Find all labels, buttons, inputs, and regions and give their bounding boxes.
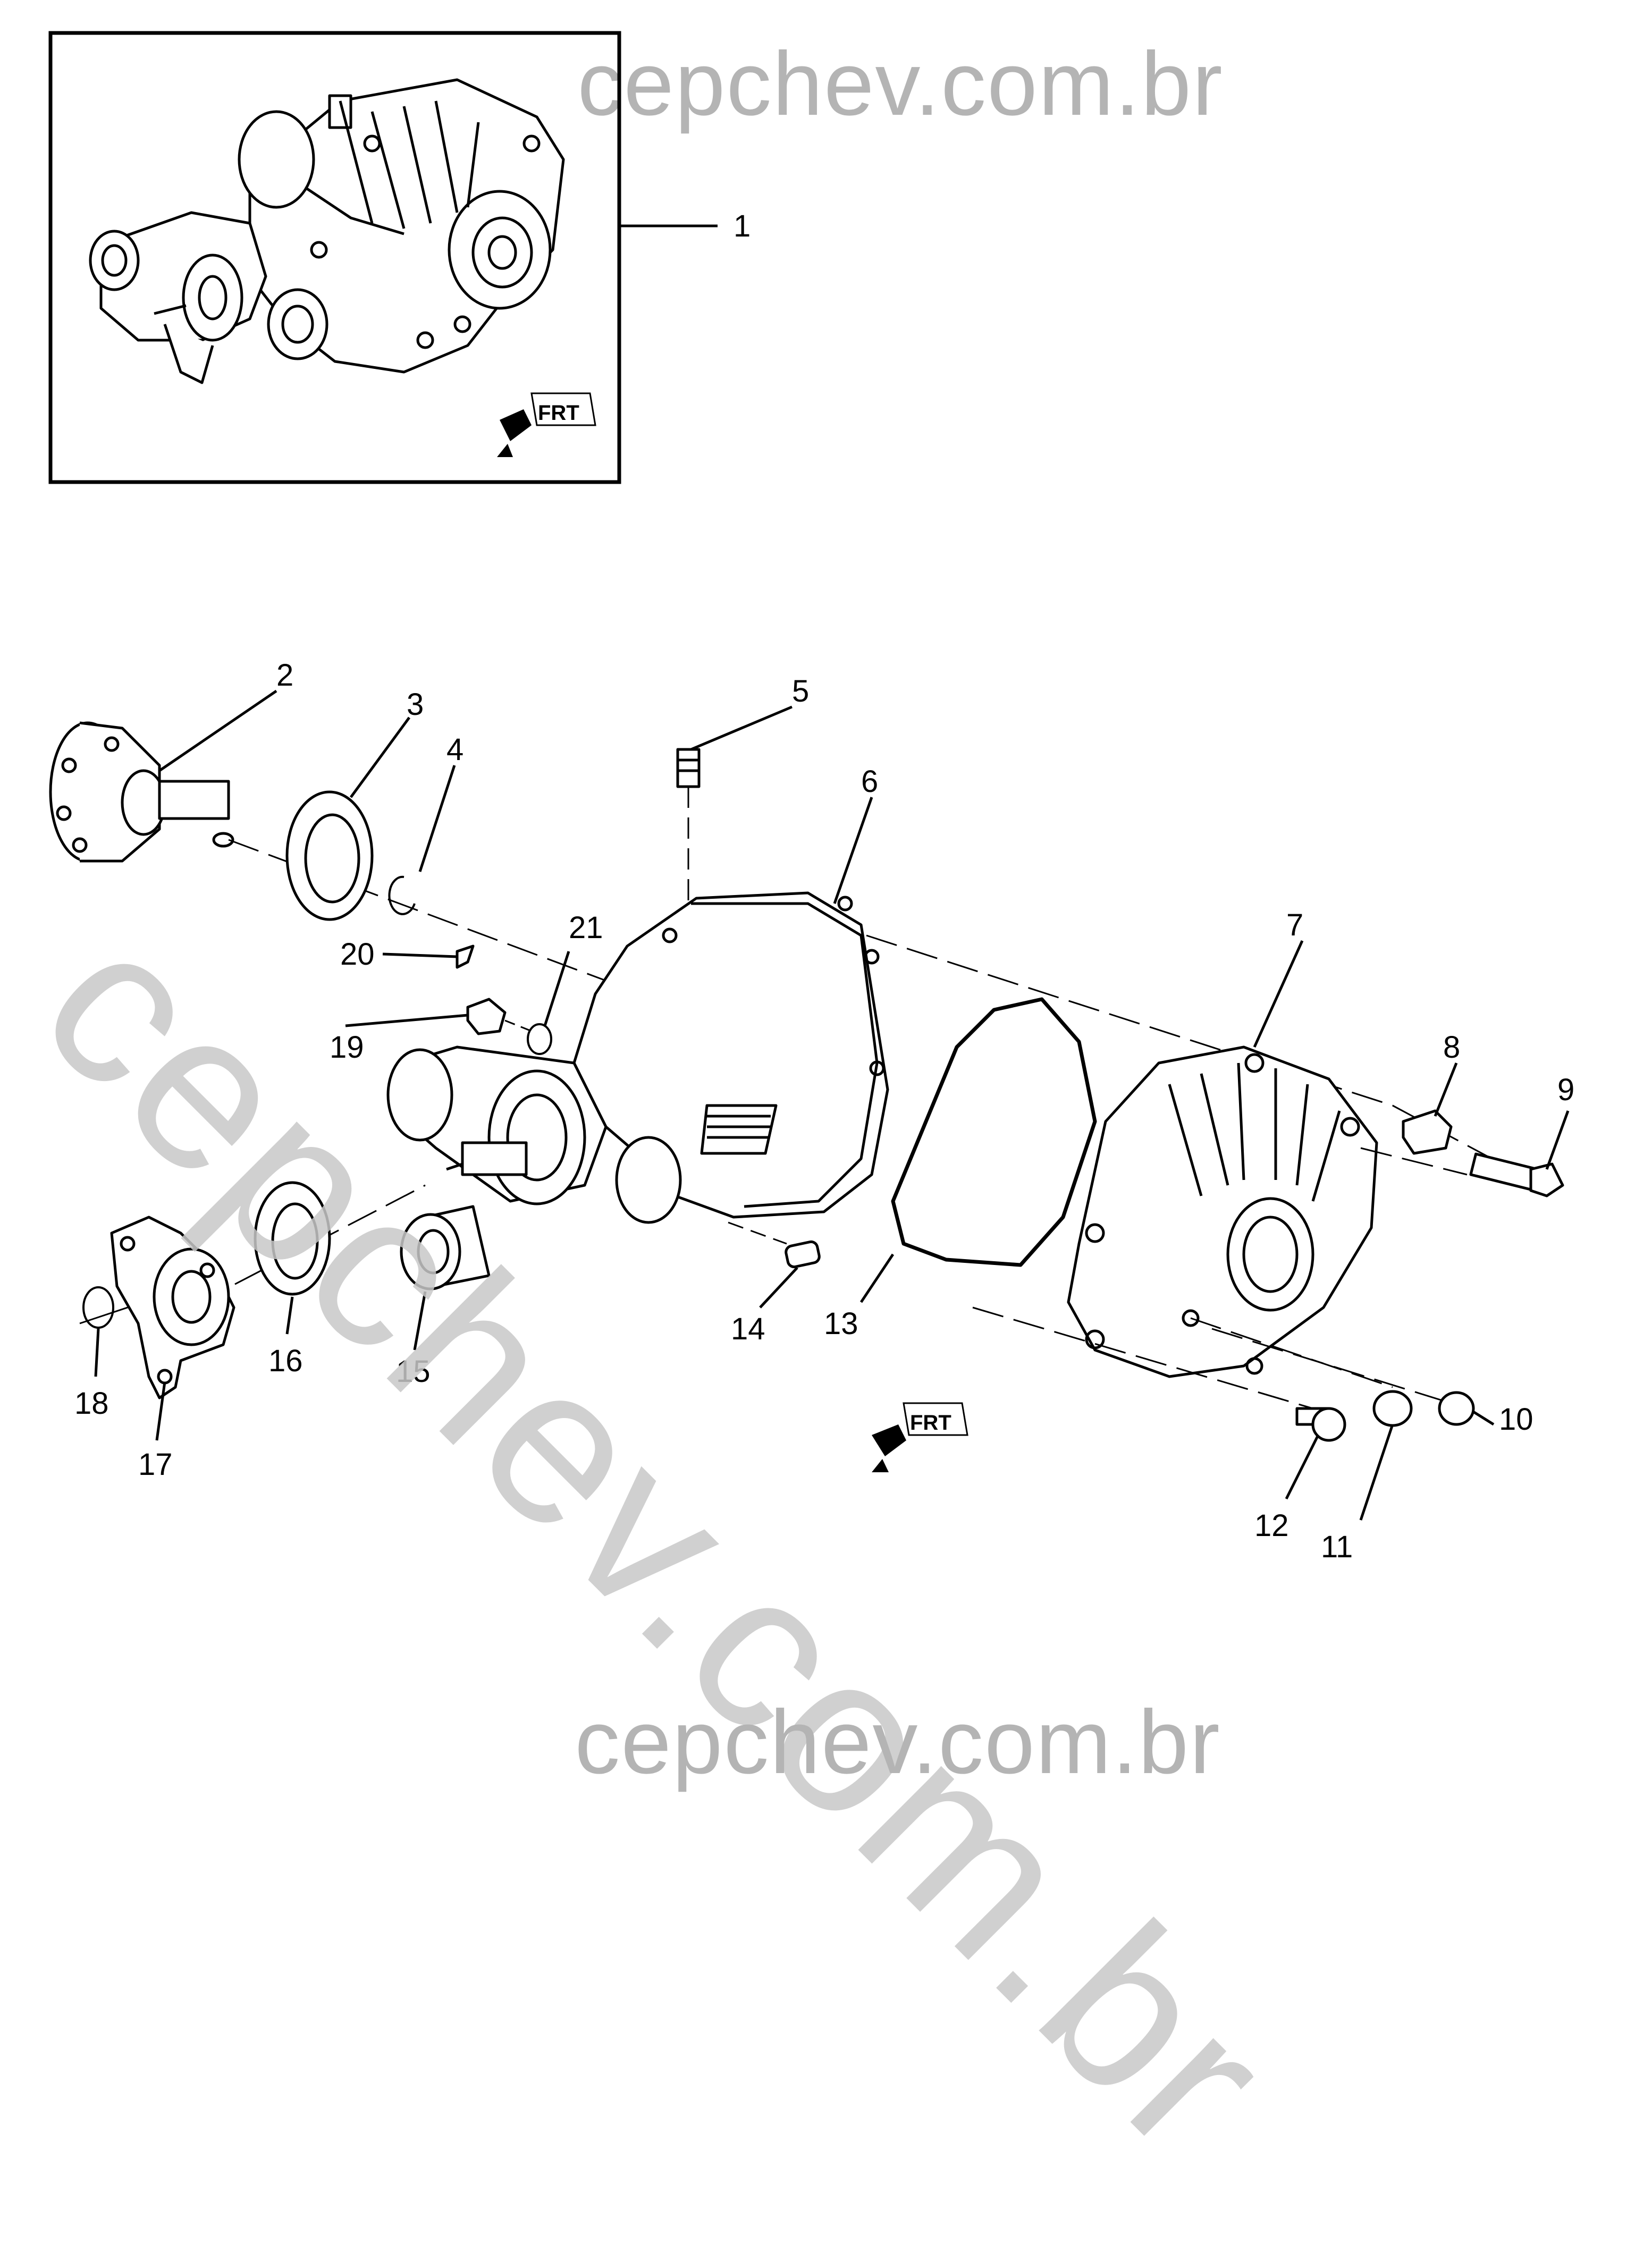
part-11-plug xyxy=(1372,1390,1413,1427)
callout-10: 10 xyxy=(1499,1402,1533,1437)
inset-frame xyxy=(48,31,621,484)
part-10-plug xyxy=(1438,1391,1475,1426)
callout-13: 13 xyxy=(824,1306,858,1341)
part-21-ring xyxy=(527,1023,552,1055)
watermark-top: cepchev.com.br xyxy=(577,33,1224,134)
callout-6: 6 xyxy=(861,764,878,799)
part-20-clip xyxy=(456,944,475,969)
part-18-snap-ring xyxy=(82,1286,114,1329)
callout-14: 14 xyxy=(731,1312,765,1346)
part-7-rear-cover xyxy=(1067,1045,1378,1378)
part-19-nut xyxy=(466,998,507,1035)
callout-12: 12 xyxy=(1254,1508,1289,1543)
part-12-bolt xyxy=(1295,1407,1346,1442)
callout-4: 4 xyxy=(446,732,463,767)
watermark-bottom: cepchev.com.br xyxy=(575,1692,1221,1793)
part-13-gasket xyxy=(891,997,1097,1267)
part-17-output-flange xyxy=(110,1216,235,1399)
part-14-dowel xyxy=(785,1240,821,1269)
callout-17: 17 xyxy=(138,1447,173,1482)
callout-7: 7 xyxy=(1286,908,1303,942)
part-3-seal xyxy=(285,790,374,921)
callout-1: 1 xyxy=(734,209,751,243)
callout-8: 8 xyxy=(1443,1030,1460,1065)
part-5-vent-fitting xyxy=(676,748,701,904)
differential-assembly-illustration xyxy=(89,78,565,384)
part-15-bushing xyxy=(400,1205,491,1290)
frt-arrow-inset: FRT xyxy=(497,392,596,457)
callout-11: 11 xyxy=(1321,1530,1353,1564)
part-4-snap-ring xyxy=(388,875,416,915)
exploded-parts-diagram: FRT xyxy=(48,31,1574,1564)
callout-5: 5 xyxy=(792,674,809,708)
callout-20: 20 xyxy=(340,937,375,972)
callout-18: 18 xyxy=(74,1386,109,1421)
callout-3: 3 xyxy=(407,687,424,722)
callout-15: 15 xyxy=(396,1354,431,1389)
part-16-seal xyxy=(254,1181,331,1296)
part-2-flange-shaft xyxy=(49,721,234,863)
frt-label-inset: FRT xyxy=(538,401,579,425)
callout-19: 19 xyxy=(330,1030,364,1065)
callout-21: 21 xyxy=(569,910,603,945)
part-8-bolt xyxy=(1402,1109,1453,1155)
callout-16: 16 xyxy=(268,1344,303,1378)
leader-lines xyxy=(94,689,1570,1521)
callout-numbers: 1 2 3 4 5 6 7 8 9 10 11 12 13 14 15 16 1… xyxy=(74,209,1574,1564)
callout-9: 9 xyxy=(1557,1073,1574,1107)
part-6-housing xyxy=(386,891,889,1224)
frt-label-lower: FRT xyxy=(910,1411,951,1435)
callout-2: 2 xyxy=(276,658,293,693)
frt-arrow-lower: FRT xyxy=(872,1402,968,1472)
